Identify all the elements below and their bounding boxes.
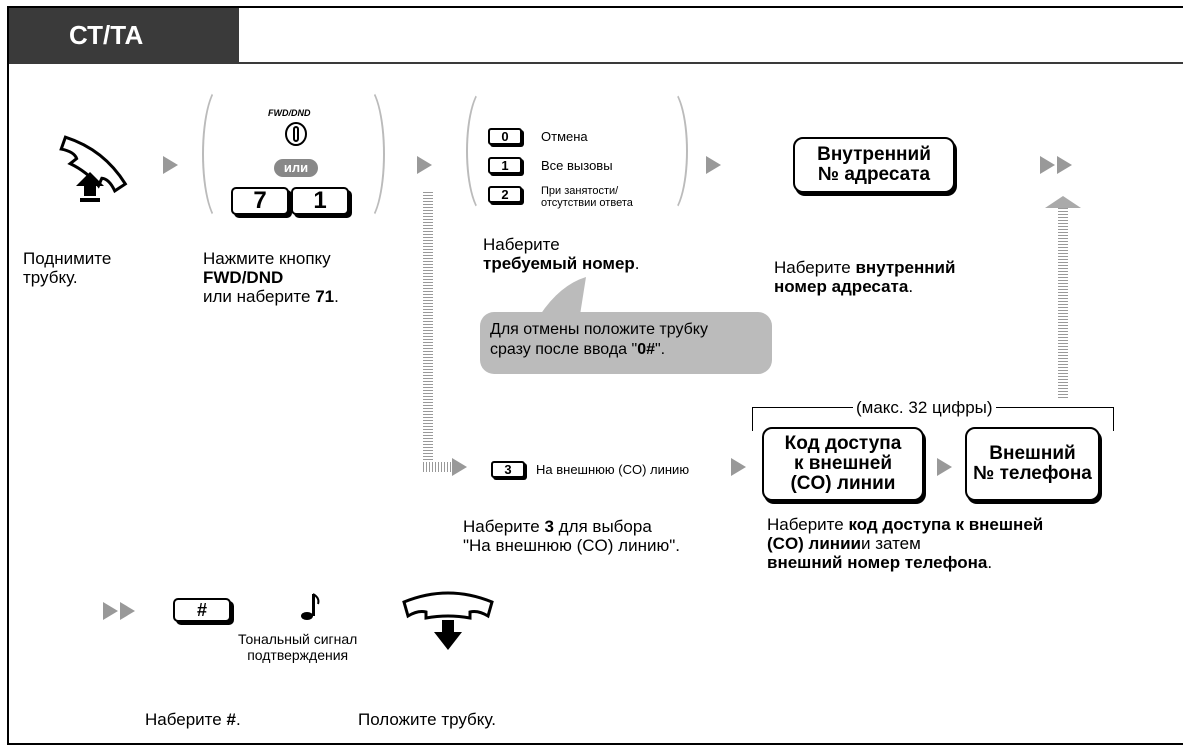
key-1[interactable]: 1 — [291, 187, 349, 215]
right-bracket — [648, 86, 688, 216]
left-bracket — [466, 86, 506, 216]
diagram-frame — [7, 6, 1183, 745]
dotted-connector-up — [1058, 208, 1068, 398]
tone-note-icon — [301, 593, 320, 620]
key-3[interactable]: 3 — [491, 461, 525, 478]
right-bracket — [345, 84, 385, 224]
lift-instruction: Поднимите трубку. — [23, 249, 112, 287]
arrow-icon — [163, 156, 178, 174]
option-all-calls-label: Все вызовы — [541, 158, 613, 173]
hang-up-handset-icon — [402, 591, 494, 650]
fwd-dnd-button-icon[interactable] — [282, 121, 310, 147]
double-arrow-icon — [120, 602, 135, 620]
page-title: СТ/ТА — [9, 8, 239, 62]
double-arrow-icon — [103, 602, 118, 620]
dial-hash-instruction: Наберите #. — [145, 710, 241, 729]
key-1[interactable]: 1 — [488, 157, 522, 174]
option-busy-label: При занятости/ отсутствии ответа — [541, 185, 633, 209]
arrow-icon — [731, 458, 746, 476]
double-arrow-icon — [1040, 156, 1055, 174]
arrow-icon — [937, 458, 952, 476]
extension-instruction: Наберите внутренний номер адресата. — [774, 258, 956, 296]
left-bracket — [202, 84, 242, 224]
hash-key[interactable]: # — [173, 598, 231, 622]
arrow-icon — [417, 156, 432, 174]
fwd-instruction: Нажмите кнопку FWD/DND или наберите 71. — [203, 249, 339, 306]
cancel-note-balloon: Для отмены положите трубку сразу после в… — [480, 312, 772, 374]
balloon-pointer — [540, 277, 586, 315]
header-rule — [9, 62, 1183, 64]
arrow-up-icon — [1045, 196, 1081, 208]
or-badge: или — [274, 159, 318, 177]
key-2[interactable]: 2 — [488, 186, 522, 203]
co-instruction: Наберите 3 для выбора "На внешнюю (CO) л… — [463, 517, 680, 555]
option-cancel-label: Отмена — [541, 129, 588, 144]
key-7[interactable]: 7 — [231, 187, 289, 215]
double-arrow-icon — [1057, 156, 1072, 174]
outside-instruction: Наберите код доступа к внешней (CO) лини… — [767, 515, 1044, 572]
co-line-option-label: На внешнюю (CO) линию — [536, 462, 690, 477]
arrow-icon — [452, 458, 467, 476]
arrow-icon — [706, 156, 721, 174]
select-instruction: Наберите требуемый номер. — [483, 235, 640, 273]
off-hook-handset-icon — [59, 135, 128, 202]
confirmation-tone-label: Тональный сигнал подтверждения — [238, 631, 358, 663]
hang-up-instruction: Положите трубку. — [358, 710, 496, 729]
dotted-connector-down — [423, 192, 433, 462]
key-0[interactable]: 0 — [488, 128, 522, 145]
fwd-dnd-button-label: FWD/DND — [268, 108, 311, 118]
max-digits-label: (макс. 32 цифры) — [853, 398, 996, 417]
dotted-connector-right — [423, 462, 453, 472]
